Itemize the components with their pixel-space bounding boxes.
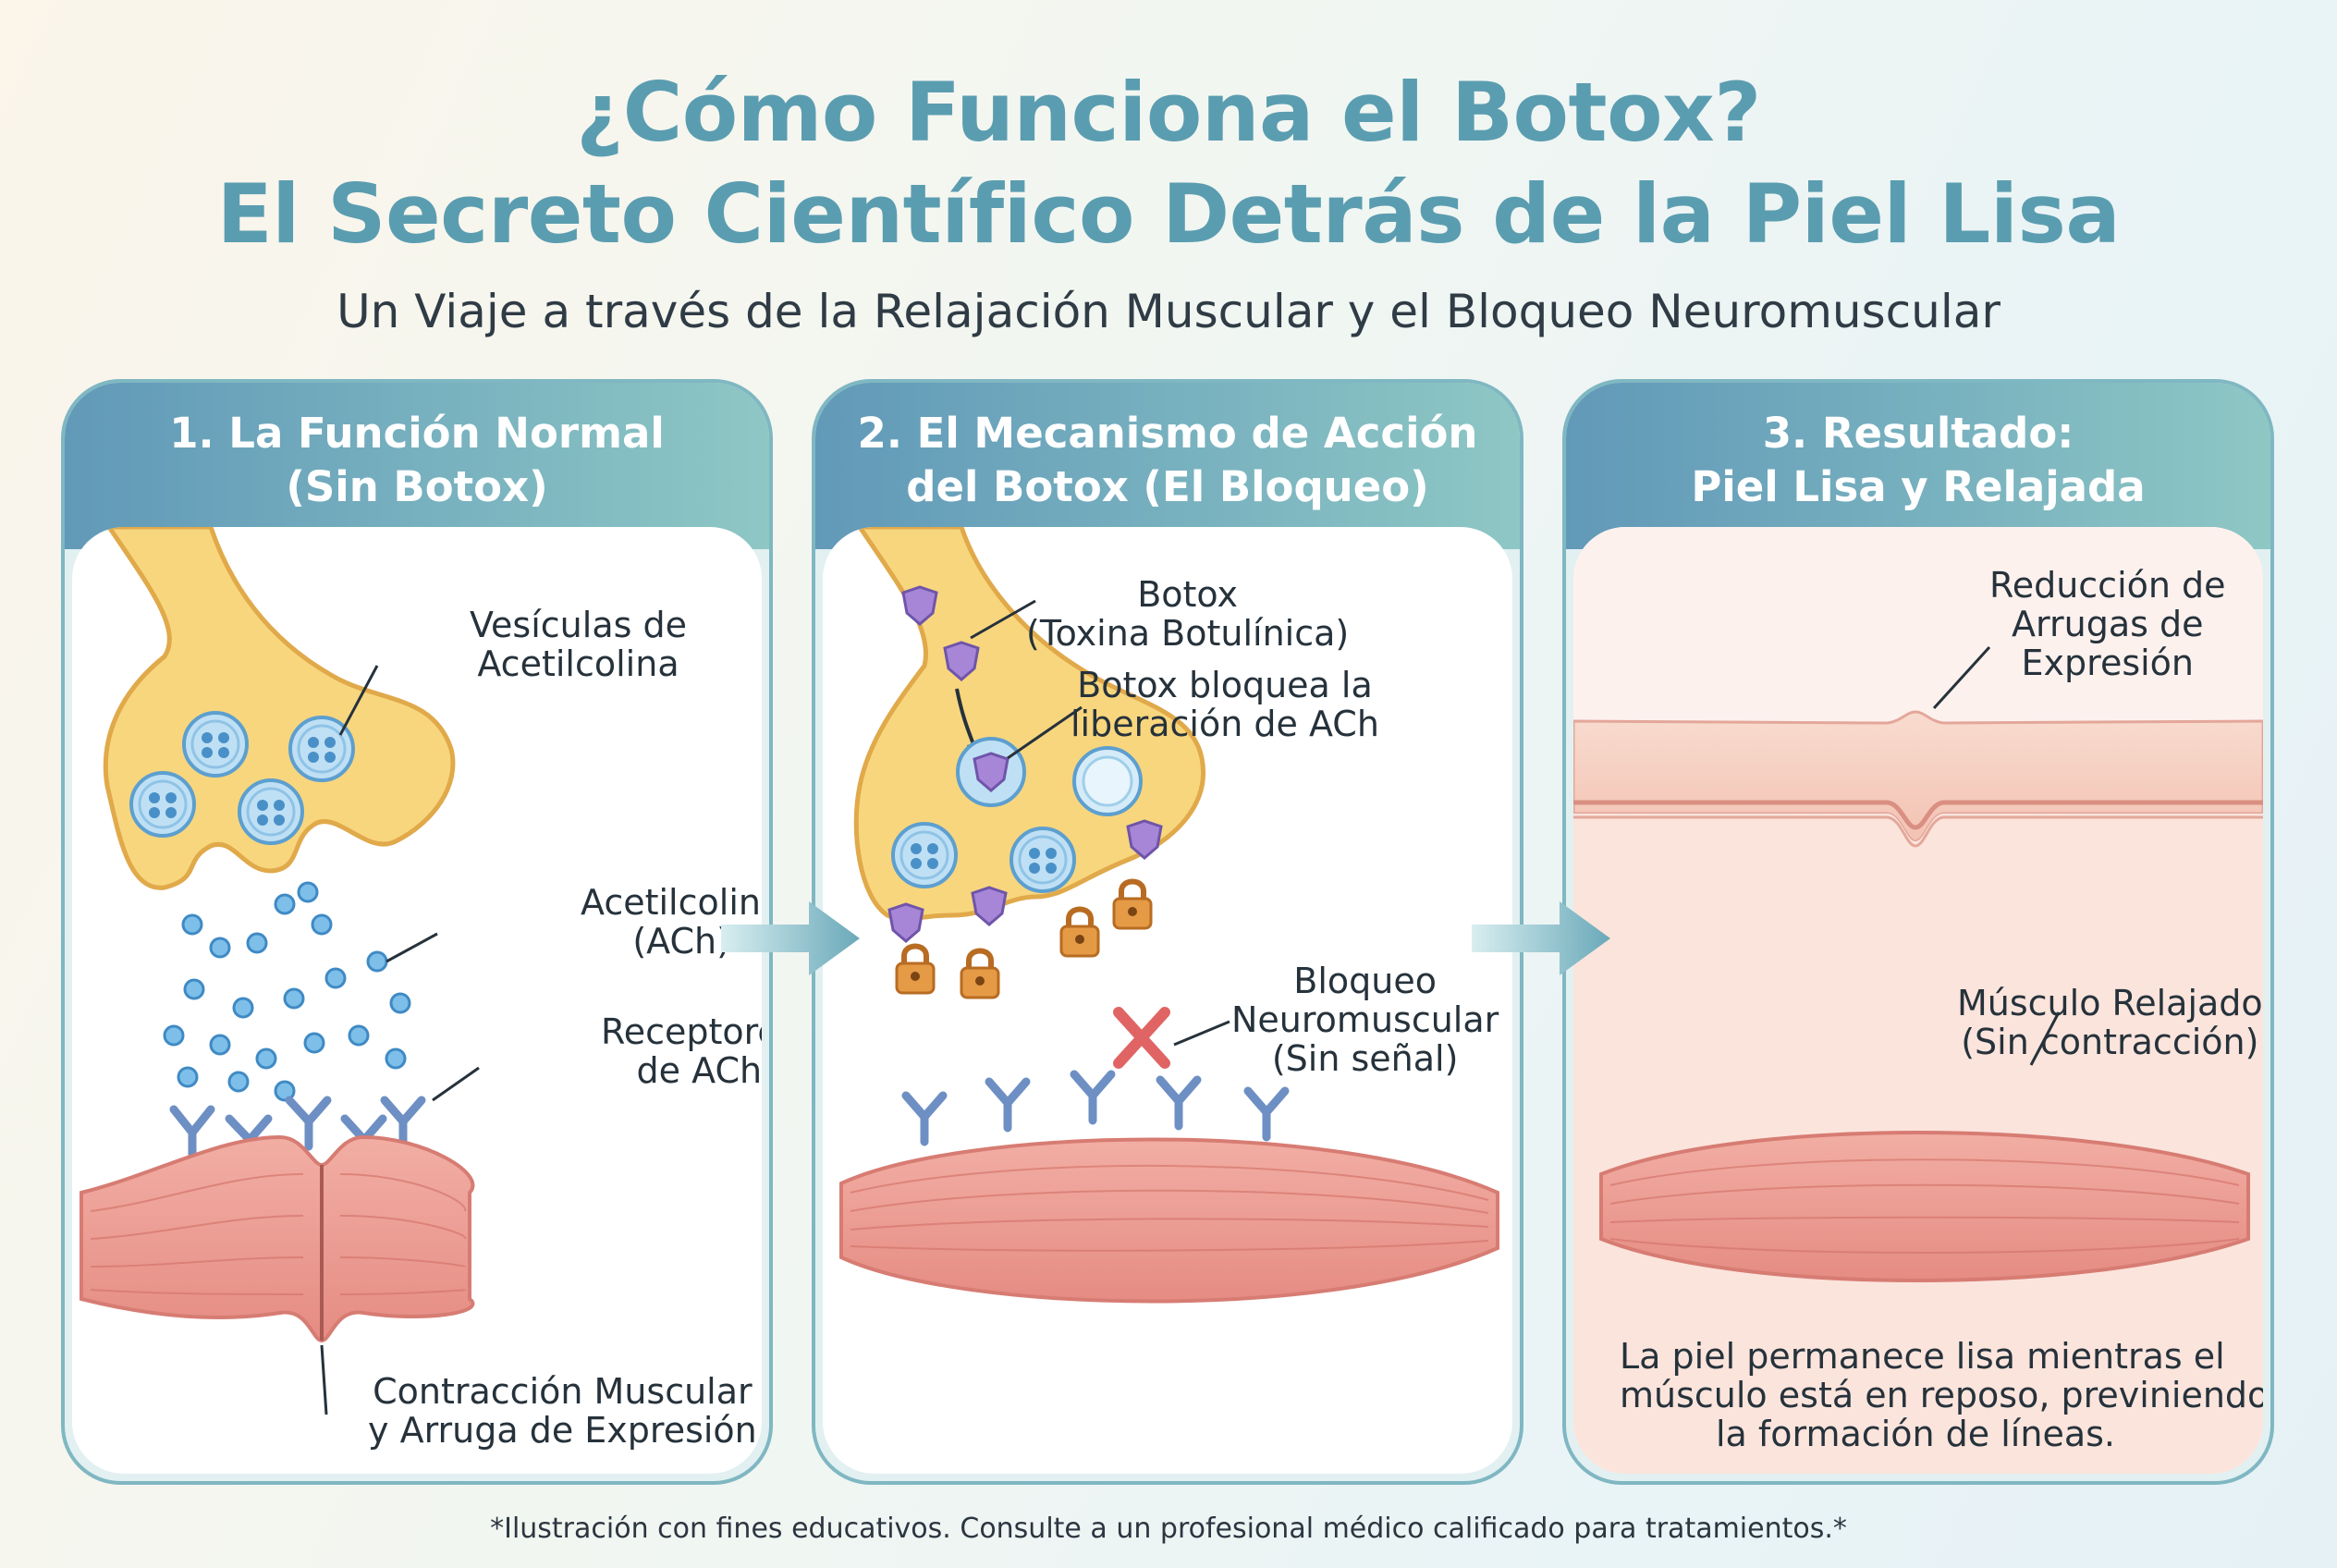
botox-molecule bbox=[887, 585, 1163, 943]
label-botox-line-1: Botox bbox=[1137, 574, 1238, 615]
panel-title-line-1: 2. El Mecanismo de Acción bbox=[857, 409, 1478, 458]
panel-normal-function: 1. La Función Normal (Sin Botox) bbox=[61, 379, 773, 1485]
normal-synapse-illustration bbox=[80, 527, 480, 1415]
smooth-skin-illustration bbox=[1573, 527, 2263, 1474]
label-botox: Botox(Toxina Botulínica) bbox=[1026, 575, 1349, 653]
label-acetylcholine-line-2: (ACh) bbox=[632, 921, 730, 962]
footnote: *Ilustración con fines educativos. Consu… bbox=[490, 1513, 1847, 1545]
label-block-line-1: Bloqueo bbox=[1293, 961, 1437, 1001]
vesicle bbox=[891, 822, 958, 888]
vesicle bbox=[1009, 827, 1076, 893]
vesicle bbox=[182, 711, 249, 778]
label-contraction-line-1: Contracción Muscular bbox=[373, 1371, 752, 1412]
note-line-3: la formación de líneas. bbox=[1716, 1414, 2115, 1454]
relaxed-muscle bbox=[1599, 1131, 2250, 1282]
subtitle: Un Viaje a través de la Relajación Muscu… bbox=[336, 285, 2001, 338]
panel-title-line-2: del Botox (El Bloqueo) bbox=[906, 462, 1429, 511]
panel-header: 3. Resultado: Piel Lisa y Relajada bbox=[1566, 383, 2270, 549]
label-reduction-line-2: Arrugas de bbox=[2012, 604, 2204, 644]
label-acetylcholine: Acetilcolina(ACh) bbox=[581, 883, 762, 961]
label-vesicles-line-1: Vesículas de bbox=[470, 605, 687, 645]
label-acetylcholine-line-1: Acetilcolina bbox=[581, 882, 762, 923]
label-receptors-line-1: Receptores bbox=[601, 1011, 762, 1052]
panel-title-line-1: 1. La Función Normal bbox=[169, 409, 665, 458]
empty-vesicle bbox=[1072, 746, 1143, 816]
title-line-2: El Secreto Científico Detrás de la Piel … bbox=[216, 166, 2121, 262]
muscle-fibers bbox=[850, 1164, 1489, 1252]
block-x-icon bbox=[1113, 1007, 1170, 1069]
label-contraction-line-2: y Arruga de Expresión bbox=[368, 1410, 757, 1451]
label-botox-line-2: (Toxina Botulínica) bbox=[1026, 613, 1350, 654]
ach-receptors bbox=[901, 1070, 1290, 1146]
muscle-fibers bbox=[1609, 1158, 2240, 1254]
blocked-vesicle bbox=[956, 737, 1026, 807]
panel-body: Botox(Toxina Botulínica) Botox bloquea l… bbox=[823, 527, 1512, 1474]
vesicle bbox=[238, 778, 304, 845]
neuron-terminal bbox=[853, 527, 1205, 922]
panel-header: 2. El Mecanismo de Acción del Botox (El … bbox=[815, 383, 1520, 549]
vesicle bbox=[288, 716, 355, 782]
label-botox-blocks-line-1: Botox bloquea la bbox=[1077, 665, 1373, 705]
arrow-right-icon bbox=[1472, 901, 1610, 975]
panel-title-line-1: 3. Resultado: bbox=[1762, 409, 2074, 458]
label-receptors: Receptoresde ACh bbox=[601, 1012, 762, 1090]
label-block-line-3: (Sin señal) bbox=[1271, 1038, 1459, 1079]
label-relaxed-line-2: (Sin contracción) bbox=[1961, 1022, 2259, 1062]
smooth-skin bbox=[1573, 710, 2263, 843]
lock-icon bbox=[895, 878, 1153, 999]
note-line-1: La piel permanece lisa mientras el bbox=[1620, 1336, 2225, 1377]
botox-block-illustration bbox=[839, 527, 1499, 1304]
panel-title-line-2: Piel Lisa y Relajada bbox=[1691, 462, 2146, 511]
panel-header: 1. La Función Normal (Sin Botox) bbox=[65, 383, 769, 549]
label-block-line-2: Neuromuscular bbox=[1231, 999, 1499, 1040]
label-botox-blocks-line-2: liberación de ACh bbox=[1071, 704, 1379, 744]
contracted-muscle bbox=[80, 1134, 475, 1343]
panel-botox-mechanism: 2. El Mecanismo de Acción del Botox (El … bbox=[812, 379, 1523, 1485]
label-relaxed-line-1: Músculo Relajado bbox=[1957, 983, 2263, 1023]
label-vesicles-line-2: Acetilcolina bbox=[477, 643, 679, 684]
panel-title-line-2: (Sin Botox) bbox=[286, 462, 548, 511]
label-reduction-line-3: Expresión bbox=[2021, 643, 2195, 683]
relaxed-muscle bbox=[839, 1137, 1499, 1304]
acetylcholine-dots bbox=[163, 881, 411, 1102]
panel-result: 3. Resultado: Piel Lisa y Relajada bbox=[1562, 379, 2274, 1485]
label-relaxed-muscle: Músculo Relajado(Sin contracción) bbox=[1957, 984, 2263, 1061]
note-line-2: músculo está en reposo, previniendo bbox=[1620, 1375, 2263, 1415]
label-reduction-line-1: Reducción de bbox=[1989, 565, 2226, 606]
vesicle bbox=[129, 771, 196, 838]
label-receptors-line-2: de ACh bbox=[636, 1050, 762, 1091]
muscle-fibers bbox=[90, 1173, 467, 1295]
arrow-right-icon bbox=[721, 901, 860, 975]
title-line-1: ¿Cómo Funciona el Botox? bbox=[576, 65, 1761, 160]
